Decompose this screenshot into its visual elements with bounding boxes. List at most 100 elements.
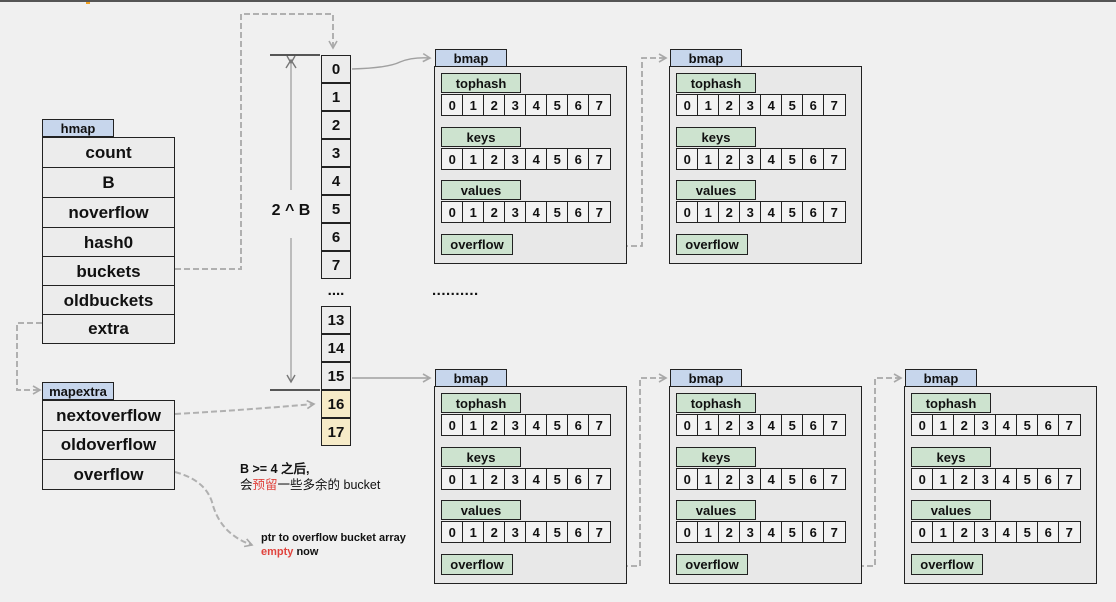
slot-cell: 1 [462, 521, 485, 543]
slot-cell: 6 [567, 414, 590, 436]
bucket-row-ellipsis: .......... [432, 282, 479, 299]
slot-cell: 5 [781, 148, 804, 170]
note-overflow-post: now [293, 546, 319, 558]
slot-cell: 2 [718, 414, 741, 436]
slot-cell: 4 [525, 414, 548, 436]
slot-cell: 0 [676, 94, 699, 116]
slot-cell: 5 [781, 94, 804, 116]
slot-cell: 2 [718, 468, 741, 490]
slot-cell: 5 [546, 94, 569, 116]
slot-cell: 7 [823, 521, 846, 543]
slot-cell: 6 [567, 521, 590, 543]
slot-cell: 2 [483, 414, 506, 436]
mapextra-field-nextoverflow: nextoverflow [42, 400, 175, 431]
slot-cell: 7 [588, 94, 611, 116]
slot-cell: 3 [504, 94, 527, 116]
slot-cell: 0 [441, 148, 464, 170]
slot-cell: 6 [567, 148, 590, 170]
values-label: values [441, 500, 521, 520]
slot-cell: 4 [995, 468, 1018, 490]
slot-cell: 1 [462, 201, 485, 223]
slot-cell: 0 [441, 94, 464, 116]
slot-cell: 5 [1016, 468, 1039, 490]
overflow-field: overflow [441, 234, 513, 255]
bucket-index-17: 17 [321, 418, 351, 446]
slot-cell: 4 [760, 201, 783, 223]
bucket-index-13: 13 [321, 306, 351, 334]
slot-cell: 4 [525, 94, 548, 116]
slot-cell: 0 [676, 414, 699, 436]
bmap-title: bmap [670, 49, 742, 67]
values-label: values [676, 500, 756, 520]
tophash-label: tophash [441, 73, 521, 93]
slot-cell: 7 [823, 201, 846, 223]
slot-cell: 6 [802, 94, 825, 116]
slot-cell: 2 [718, 148, 741, 170]
slot-cell: 4 [525, 468, 548, 490]
bucket-index-6: 6 [321, 223, 351, 251]
hmap-field-b: B [42, 167, 175, 198]
dimension-arrowhead-top [285, 58, 297, 69]
bmap-title: bmap [435, 49, 507, 67]
slot-cell: 0 [676, 201, 699, 223]
slot-cell: 3 [739, 468, 762, 490]
slot-cell: 3 [504, 414, 527, 436]
slot-cell: 0 [676, 148, 699, 170]
slot-cell: 3 [974, 414, 997, 436]
slot-cell: 0 [676, 468, 699, 490]
bucket-index-5: 5 [321, 195, 351, 223]
hmap-title: hmap [42, 119, 114, 137]
slot-cell: 2 [953, 468, 976, 490]
slot-cell: 7 [588, 148, 611, 170]
bucket-index-4: 4 [321, 167, 351, 195]
slot-cell: 4 [995, 521, 1018, 543]
slot-cell: 0 [911, 468, 934, 490]
bucket-index-3: 3 [321, 139, 351, 167]
bmap-title: bmap [905, 369, 977, 387]
slot-cell: 1 [932, 414, 955, 436]
slot-cell: 7 [1058, 414, 1081, 436]
slot-cell: 5 [781, 521, 804, 543]
slot-cell: 6 [802, 521, 825, 543]
slot-cell: 3 [739, 414, 762, 436]
note-overflow-pointer: ptr to overflow bucket array empty now [261, 531, 406, 559]
slot-cell: 7 [823, 94, 846, 116]
slot-cell: 4 [525, 201, 548, 223]
bucket-count-label: 2 ^ B [266, 202, 316, 220]
values-label: values [676, 180, 756, 200]
slot-cell: 0 [441, 468, 464, 490]
bmap-title: bmap [435, 369, 507, 387]
hmap-field-noverflow: noverflow [42, 197, 175, 228]
slot-cell: 0 [441, 201, 464, 223]
keys-label: keys [676, 127, 756, 147]
note-reserved-post: 一些多余的 bucket [277, 478, 381, 492]
mapextra-field-oldoverflow: oldoverflow [42, 430, 175, 460]
slot-cell: 2 [483, 468, 506, 490]
slot-cell: 3 [974, 521, 997, 543]
slot-cell: 1 [932, 468, 955, 490]
note-reserved-line2: 会预留一些多余的 bucket [240, 477, 380, 493]
slot-cell: 5 [781, 201, 804, 223]
slot-cell: 4 [760, 521, 783, 543]
tophash-label: tophash [676, 393, 756, 413]
note-reserved-line1: B >= 4 之后, [240, 462, 310, 476]
overflow-field: overflow [441, 554, 513, 575]
slot-cell: 3 [974, 468, 997, 490]
slot-cell: 2 [953, 414, 976, 436]
slot-cell: 3 [504, 148, 527, 170]
slot-cell: 1 [462, 94, 485, 116]
